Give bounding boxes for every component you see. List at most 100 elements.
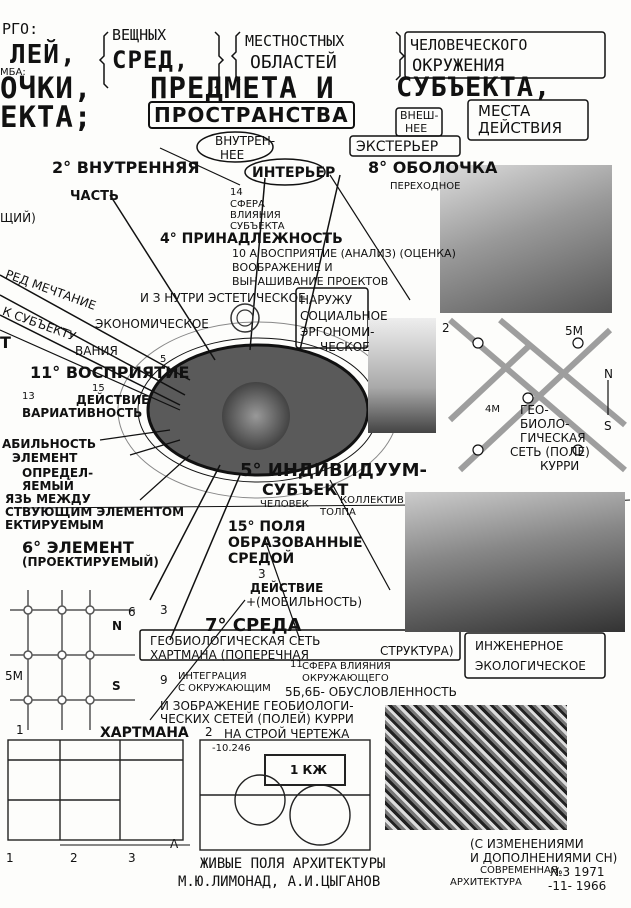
header-r2b: сред, <box>112 46 190 74</box>
label-n6: 6 <box>128 605 136 619</box>
portrait-photo <box>222 382 290 450</box>
label-yaemy: яемый <box>22 479 74 493</box>
label-circle-1: 1 <box>16 723 24 737</box>
label-element-6b: (проектируемый) <box>22 555 159 569</box>
label-ergo-2: ческое <box>320 340 370 354</box>
label-t: т <box>0 333 11 352</box>
label-kollektiv: коллектив <box>340 495 404 506</box>
header-r2d: окружения <box>412 56 505 76</box>
label-sreda: 7° среда <box>205 615 302 636</box>
footer-rev-1: (с изменениями <box>470 837 584 851</box>
label-chelovek: человек <box>260 499 309 510</box>
label-prinadl: 4° принадлежность <box>160 231 343 247</box>
label-n15: 15 <box>92 383 105 394</box>
label-sfera-1: сфера <box>230 199 265 210</box>
label-ergo-1: эргономи- <box>300 325 375 339</box>
header-r4e: места <box>478 102 531 120</box>
label-obusl: 5б,6б- обусловленность <box>285 685 457 699</box>
header-r4a: екта; <box>0 100 93 134</box>
footer-issue: №3 1971 <box>550 865 605 879</box>
city-photo <box>385 705 567 830</box>
label-5m-left: 5m <box>5 669 23 683</box>
header-r3c: субъекта, <box>396 72 552 103</box>
footer-rev-2: и дополнениями СН) <box>470 851 618 865</box>
label-chesk: ческих сетей (полей) Курри <box>160 712 354 726</box>
label-opred: определ- <box>22 466 94 480</box>
label-circle-a: A <box>170 837 179 851</box>
label-naruzhu: наружу <box>300 293 353 307</box>
label-ekol: экологическое <box>475 659 586 673</box>
building-photo-2 <box>405 492 625 632</box>
label-inzhen: инженерное <box>475 639 564 653</box>
label-n14: 14 <box>230 187 243 198</box>
footer-rev-4: архитектура <box>450 877 522 888</box>
label-geo-b3: гическая <box>520 431 586 445</box>
label-vnutrenee-1: внутрен- <box>215 134 276 148</box>
label-s-left: S <box>112 679 121 693</box>
label-vospriyatie-11: 11° восприятие <box>30 363 190 382</box>
label-estet: и з нутри эстетическое <box>140 291 306 305</box>
label-n3: 3 <box>258 567 266 581</box>
header-r2small: мба: <box>0 67 26 78</box>
footer-line-2: М.Ю.Лимонад, А.И.Цыганов <box>178 874 381 890</box>
label-n13: 13 <box>22 391 35 402</box>
label-interier: интерьер <box>252 165 336 181</box>
header-r3a: очки, <box>0 71 93 105</box>
label-n11: 11 <box>290 659 303 670</box>
header-r1c: местностных <box>245 32 345 50</box>
label-sfera-2: влияния <box>230 210 281 221</box>
label-geo-1: геобиологическая сеть <box>150 634 321 648</box>
label-circle-3: 3 <box>128 851 136 865</box>
label-area: 1 КЖ <box>290 763 328 777</box>
header-r4b: пространства <box>148 101 355 129</box>
label-voobr: воображение и <box>232 261 333 274</box>
church-photo <box>368 318 436 433</box>
header-r2c: областей <box>250 52 337 73</box>
footer-rev-3: современная <box>480 865 558 876</box>
label-nastroy: на строй чертежа <box>224 727 350 741</box>
label-polya-2: образованные <box>228 535 363 551</box>
label-deystvie-3: действие <box>250 581 324 595</box>
label-subekt-2: субъект <box>262 480 349 499</box>
label-n3b: 3 <box>160 603 168 617</box>
label-sfera-3: субъекта <box>230 221 285 232</box>
label-geo-b5: Курри <box>540 459 580 473</box>
label-variativnost: вариативность <box>22 406 143 420</box>
label-5m-right: 5m <box>565 324 583 338</box>
header-r1b: вещных <box>112 26 167 44</box>
label-individ: 5° индивидуум- <box>240 460 427 481</box>
label-vospr-10: 10 А восприятие (анализ) (оценка) <box>232 247 456 260</box>
label-circle-2c: 2 <box>70 851 78 865</box>
label-element: элемент <box>12 451 78 465</box>
label-vnutrennyaya: 2° внутренняя <box>52 158 200 177</box>
label-hartmana: хартмана <box>100 725 189 741</box>
label-svyaz: язь между <box>5 492 91 506</box>
label-okruzh: окружающего <box>302 673 389 684</box>
footer-line-1: живые поля архитектуры <box>200 856 386 872</box>
label-sfera-4: сфера влияния <box>302 661 391 672</box>
header-r4f: действия <box>478 119 562 137</box>
label-circle-2a: 2 <box>442 321 450 335</box>
label-4m: 4м <box>485 404 500 415</box>
label-geo-b4: сеть (поле) <box>510 445 590 459</box>
label-s-right: S <box>604 419 612 433</box>
label-n-right: N <box>604 367 613 381</box>
label-zhiy: щий) <box>0 211 36 225</box>
label-circle-1b: 1 <box>6 851 14 865</box>
label-elev: -10.246 <box>212 743 251 754</box>
label-deystvie: действие <box>76 393 150 407</box>
label-chast: часть <box>70 189 119 204</box>
footer-issue-2: -11- 1966 <box>548 879 607 893</box>
label-vnutrenee-2: нее <box>220 148 245 162</box>
label-geo-b2: биоло- <box>520 417 570 431</box>
header-r1a: рго: <box>2 20 39 38</box>
label-element-6: 6° элемент <box>22 538 134 557</box>
header-r2a: лей, <box>10 40 77 70</box>
label-n9: 9 <box>160 673 168 687</box>
header-r3b: предмета и <box>150 71 335 105</box>
label-vynash: вынашивание проектов <box>232 275 389 288</box>
label-polya-3: средой <box>228 551 295 567</box>
label-obolochka: 8° оболочка <box>368 158 498 177</box>
label-vaniya: вания <box>75 344 118 358</box>
label-n5: 5 <box>160 354 167 365</box>
